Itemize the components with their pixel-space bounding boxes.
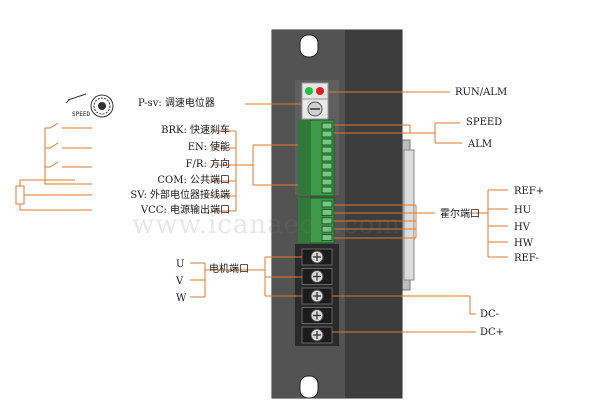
label-speed-knob: SPEED	[72, 111, 91, 118]
label-vcc: VCC: 电源输出端口	[140, 205, 230, 216]
terminal-pin	[321, 178, 333, 186]
label-motor-w: W	[176, 293, 187, 304]
terminal-pin	[321, 225, 333, 233]
led-red-indicator	[316, 87, 324, 95]
terminal-pin	[321, 200, 333, 208]
label-run-alm: RUN/ALM	[455, 87, 508, 98]
label-motor-title: 电机端口	[209, 264, 249, 275]
left-bracket-to-block	[252, 145, 298, 186]
terminal-pin	[321, 234, 333, 242]
terminal-pin	[321, 208, 333, 216]
speed-knob-icon	[65, 93, 114, 118]
status-led-panel	[301, 82, 329, 120]
terminal-pin	[321, 130, 333, 138]
label-dc-plus: DC+	[480, 327, 505, 338]
terminal-pin	[321, 154, 333, 162]
terminal-pin	[321, 186, 333, 194]
terminal-pin	[321, 170, 333, 178]
label-speed-out: SPEED	[466, 117, 503, 128]
switch-symbols	[44, 122, 75, 185]
label-motor-u: U	[176, 259, 185, 270]
label-hu: HU	[514, 205, 532, 216]
led-green-indicator	[305, 87, 313, 95]
terminal-pin	[321, 138, 333, 146]
label-hw: HW	[514, 238, 533, 249]
terminal-pin	[321, 146, 333, 154]
terminal-pin	[321, 122, 333, 130]
external-potentiometer-symbol	[15, 179, 75, 211]
watermark-text: www.icanaedo.com	[132, 210, 401, 240]
label-ref-minus: REF-	[514, 253, 539, 264]
label-motor-v: V	[176, 276, 184, 287]
label-en: EN: 使能	[187, 142, 230, 153]
label-sv: SV: 外部电位器接线端	[130, 190, 230, 201]
label-p-sv: P-sv: 调速电位器	[138, 98, 215, 109]
label-fr: F/R: 方向	[185, 159, 230, 170]
label-alm-out: ALM	[468, 139, 493, 150]
label-ref-plus: REF+	[514, 186, 545, 197]
label-dc-minus: DC-	[480, 309, 500, 320]
label-hv: HV	[514, 222, 530, 233]
terminal-pin	[321, 162, 333, 170]
label-com: COM: 公共端口	[157, 175, 230, 186]
speed-alm-bracket	[409, 125, 435, 134]
terminal-pin	[321, 217, 333, 225]
label-hall-title: 霍尔端口	[440, 209, 480, 220]
label-brk: BRK: 快速刹车	[161, 125, 230, 136]
dc-minus-lead	[469, 296, 476, 315]
